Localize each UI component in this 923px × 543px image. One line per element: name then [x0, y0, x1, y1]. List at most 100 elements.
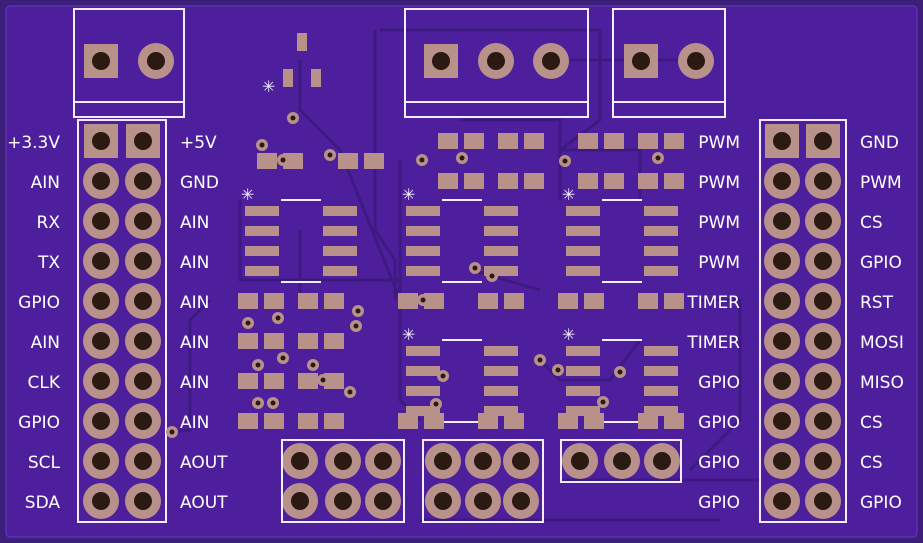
through-hole-pin [325, 443, 361, 479]
smd-pad [406, 246, 440, 256]
through-hole-pin [125, 323, 161, 359]
smd-pad [664, 293, 684, 309]
via-hole [280, 355, 286, 361]
bottom-headers [281, 439, 682, 523]
through-hole-pin [805, 363, 841, 399]
ic-footprints: ✳✳✳✳✳ [241, 185, 678, 423]
through-hole-pin [604, 443, 640, 479]
via-hole [355, 308, 361, 314]
drill-hole [334, 492, 352, 510]
smd-pad [298, 373, 318, 389]
smd-pad [644, 406, 678, 416]
smd-pad [406, 386, 440, 396]
smd-pad [245, 246, 279, 256]
smd-pad [398, 293, 418, 309]
smd-pad [324, 413, 344, 429]
drill-hole [687, 52, 705, 70]
through-hole-pin [764, 363, 800, 399]
smd-pad [566, 366, 600, 376]
smd-pad [478, 413, 498, 429]
smd-pad [484, 206, 518, 216]
smd-pad [245, 206, 279, 216]
smd-pad [264, 373, 284, 389]
right-inner-label: GPIO [698, 413, 740, 433]
silkscreen-outline [560, 439, 682, 483]
smd-pad [438, 173, 458, 189]
via-hole [347, 389, 353, 395]
right-inner-label: GPIO [698, 373, 740, 393]
silkscreen-outline [404, 8, 589, 118]
through-hole-pin [83, 323, 119, 359]
right-outer-label: CS [860, 413, 883, 433]
through-hole-pin [282, 443, 318, 479]
left-inner-label: AOUT [180, 493, 228, 513]
left-inner-label: AIN [180, 213, 209, 233]
through-hole-pin [764, 203, 800, 239]
through-hole-pin [84, 44, 118, 78]
smd-pad [578, 133, 598, 149]
via-hole [353, 323, 359, 329]
drill-hole [134, 132, 152, 150]
drill-hole [134, 412, 152, 430]
via-hole [320, 377, 326, 383]
smd-pad [524, 133, 544, 149]
smd-pad [238, 373, 258, 389]
through-hole-pin [478, 43, 514, 79]
via-hole [255, 400, 261, 406]
smd-pad [283, 69, 293, 87]
through-hole-pin [624, 44, 658, 78]
drill-hole [571, 452, 589, 470]
smd-pad [524, 173, 544, 189]
smd-pad [406, 406, 440, 416]
via-hole [270, 400, 276, 406]
smd-pad [566, 246, 600, 256]
drill-hole [773, 492, 791, 510]
through-hole-pin [805, 323, 841, 359]
via-hole [280, 157, 286, 163]
through-hole-pin [805, 483, 841, 519]
right-outer-label: MISO [860, 373, 904, 393]
smd-pad [406, 266, 440, 276]
through-hole-pin [83, 163, 119, 199]
drill-hole [92, 372, 110, 390]
right-outer-label: GND [860, 133, 899, 153]
drill-hole [374, 492, 392, 510]
smd-pad [566, 386, 600, 396]
through-hole-pin [503, 443, 539, 479]
smd-pad [238, 293, 258, 309]
through-hole-pin [644, 443, 680, 479]
smd-pad [644, 346, 678, 356]
drill-hole [334, 452, 352, 470]
drill-hole [474, 452, 492, 470]
smd-pad [638, 413, 658, 429]
via-hole [433, 401, 439, 407]
drill-hole [92, 292, 110, 310]
via-hole [489, 273, 495, 279]
smd-pad [498, 133, 518, 149]
screw-terminals [73, 8, 726, 118]
drill-hole [147, 52, 165, 70]
through-hole-pin [806, 124, 840, 158]
smd-pad [324, 373, 344, 389]
through-hole-pin [83, 403, 119, 439]
drill-hole [434, 492, 452, 510]
smd-pad [323, 246, 357, 256]
smd-pad [484, 266, 518, 276]
through-hole-pin [805, 243, 841, 279]
through-hole-pin [764, 243, 800, 279]
drill-hole [773, 452, 791, 470]
smd-pad [245, 266, 279, 276]
via-hole [440, 373, 446, 379]
through-hole-pin [805, 403, 841, 439]
through-hole-pin [764, 163, 800, 199]
smd-pad [604, 133, 624, 149]
left-inner-label: AIN [180, 373, 209, 393]
copper-traces [169, 28, 760, 522]
drill-hole [773, 172, 791, 190]
drill-hole [92, 492, 110, 510]
drill-hole [542, 52, 560, 70]
drill-hole [134, 332, 152, 350]
drill-hole [814, 452, 832, 470]
drill-hole [92, 452, 110, 470]
